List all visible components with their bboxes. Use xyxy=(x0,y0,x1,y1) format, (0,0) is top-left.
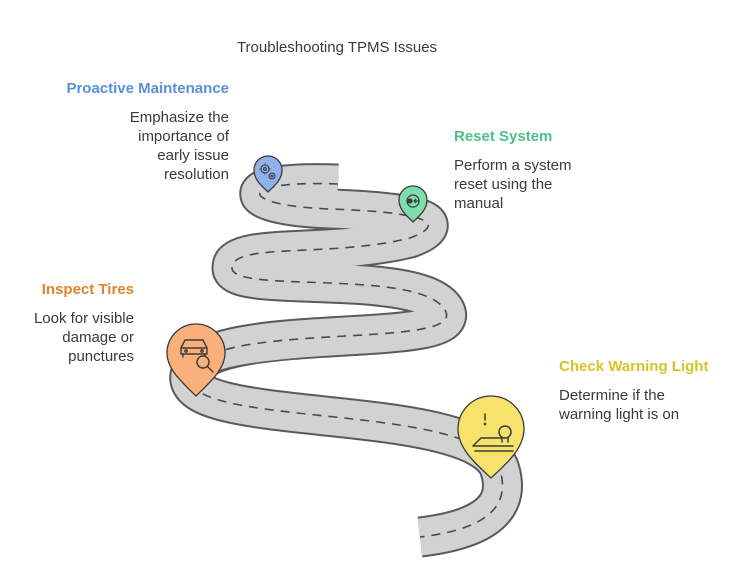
step-description: Look for visible damage or punctures xyxy=(33,310,134,365)
winding-road xyxy=(169,163,523,558)
car-inspect-icon xyxy=(180,339,214,373)
step-description: Perform a system reset using the manual xyxy=(454,157,572,212)
step-reset-system: Reset System Perform a system reset usin… xyxy=(454,127,594,213)
reset-button-icon xyxy=(406,194,420,208)
pin-check-warning-light xyxy=(457,395,525,479)
warning-light-icon xyxy=(472,413,514,452)
pin-inspect-tires xyxy=(166,323,226,397)
step-proactive-maintenance: Proactive Maintenance Emphasize the impo… xyxy=(59,79,229,184)
step-heading: Check Warning Light xyxy=(559,358,709,375)
step-check-warning-light: Check Warning Light Determine if the war… xyxy=(559,357,724,424)
pin-reset-system xyxy=(398,185,428,223)
step-description: Emphasize the importance of early issue … xyxy=(129,109,229,183)
step-heading: Inspect Tires xyxy=(41,281,134,298)
gears-icon xyxy=(259,163,276,180)
pin-proactive-maintenance xyxy=(253,155,283,193)
step-description: Determine if the warning light is on xyxy=(559,387,680,423)
diagram-title: Troubleshooting TPMS Issues xyxy=(236,39,438,56)
step-heading: Reset System xyxy=(454,128,553,145)
step-inspect-tires: Inspect Tires Look for visible damage or… xyxy=(14,280,134,366)
step-heading: Proactive Maintenance xyxy=(66,80,229,97)
